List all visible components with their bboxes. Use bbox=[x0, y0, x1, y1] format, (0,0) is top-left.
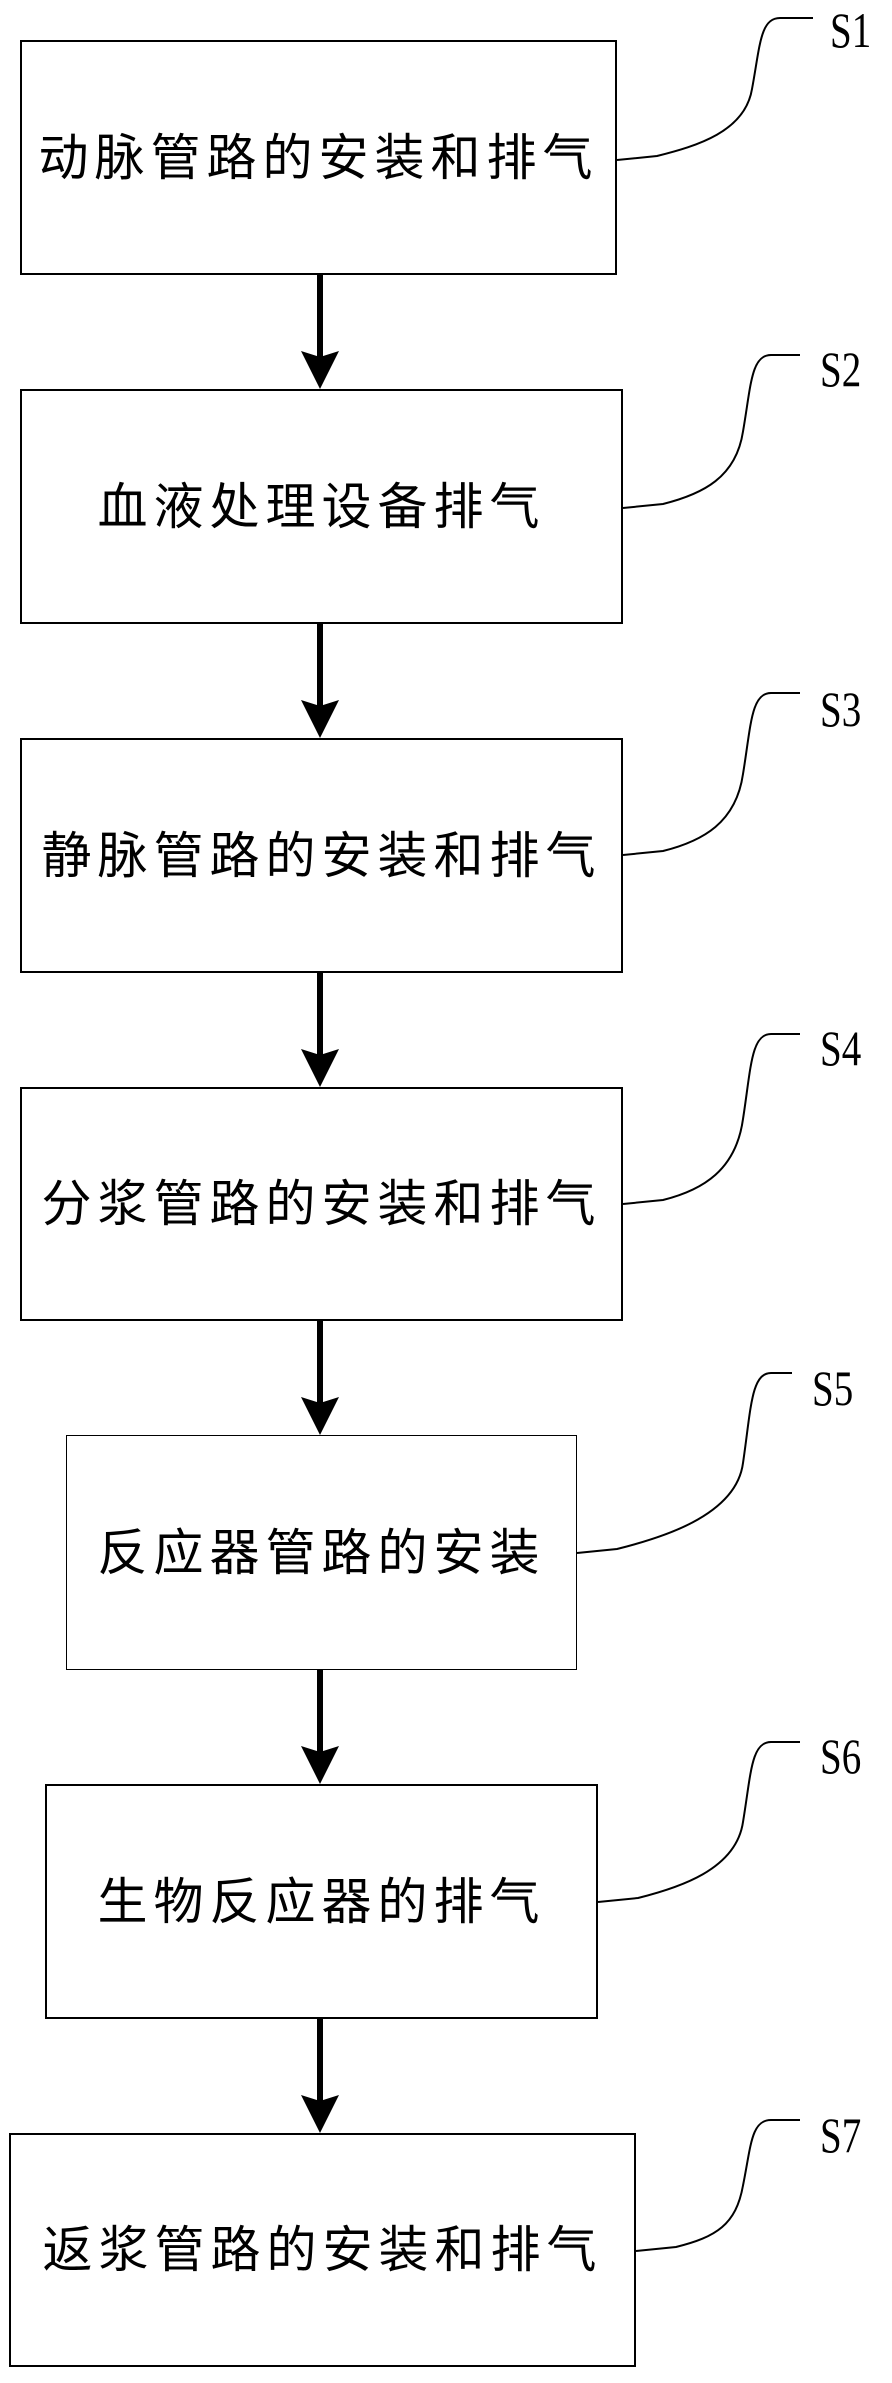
leader-line-s6 bbox=[597, 1741, 800, 1903]
leader-line-s1 bbox=[616, 17, 813, 161]
step-box-s4: 分浆管路的安装和排气 bbox=[20, 1087, 623, 1321]
step-text-s6: 生物反应器的排气 bbox=[97, 1872, 546, 1931]
flow-arrow-2 bbox=[301, 621, 339, 738]
step-label-s4: S4 bbox=[820, 1020, 862, 1076]
step-text-s2: 血液处理设备排气 bbox=[97, 477, 546, 536]
arrow-head bbox=[301, 1746, 339, 1784]
step-label-s7: S7 bbox=[820, 2107, 862, 2163]
arrow-head bbox=[301, 351, 339, 389]
leader-line-s7 bbox=[635, 2119, 800, 2252]
step-box-s3: 静脉管路的安装和排气 bbox=[20, 738, 623, 973]
flow-arrow-3 bbox=[301, 970, 339, 1087]
step-text-s3: 静脉管路的安装和排气 bbox=[41, 826, 602, 885]
flow-arrow-4 bbox=[301, 1318, 339, 1435]
flow-arrow-1 bbox=[301, 272, 339, 389]
flow-arrow-6 bbox=[301, 2016, 339, 2133]
arrow-head bbox=[301, 700, 339, 738]
step-box-s5: 反应器管路的安装 bbox=[66, 1435, 577, 1670]
step-label-s1: S1 bbox=[830, 2, 872, 58]
step-text-s4: 分浆管路的安装和排气 bbox=[41, 1175, 602, 1233]
arrow-head bbox=[301, 1049, 339, 1087]
leader-line-s4 bbox=[622, 1033, 800, 1205]
flow-arrow-5 bbox=[301, 1667, 339, 1784]
arrow-head bbox=[301, 2095, 339, 2133]
arrow-head bbox=[301, 1397, 339, 1435]
leader-line-s2 bbox=[622, 354, 800, 509]
step-box-s2: 血液处理设备排气 bbox=[20, 389, 623, 624]
step-label-s6: S6 bbox=[820, 1728, 862, 1784]
step-label-s5: S5 bbox=[812, 1360, 854, 1416]
step-box-s6: 生物反应器的排气 bbox=[45, 1784, 598, 2019]
step-box-s7: 返浆管路的安装和排气 bbox=[9, 2133, 636, 2367]
step-text-s1: 动脉管路的安装和排气 bbox=[38, 128, 599, 187]
step-text-s7: 返浆管路的安装和排气 bbox=[42, 2221, 603, 2279]
leader-line-s3 bbox=[622, 692, 800, 856]
step-box-s1: 动脉管路的安装和排气 bbox=[20, 40, 617, 275]
step-label-s3: S3 bbox=[820, 681, 862, 737]
step-label-s2: S2 bbox=[820, 341, 862, 397]
step-text-s5: 反应器管路的安装 bbox=[97, 1523, 546, 1582]
leader-line-s5 bbox=[576, 1372, 792, 1554]
